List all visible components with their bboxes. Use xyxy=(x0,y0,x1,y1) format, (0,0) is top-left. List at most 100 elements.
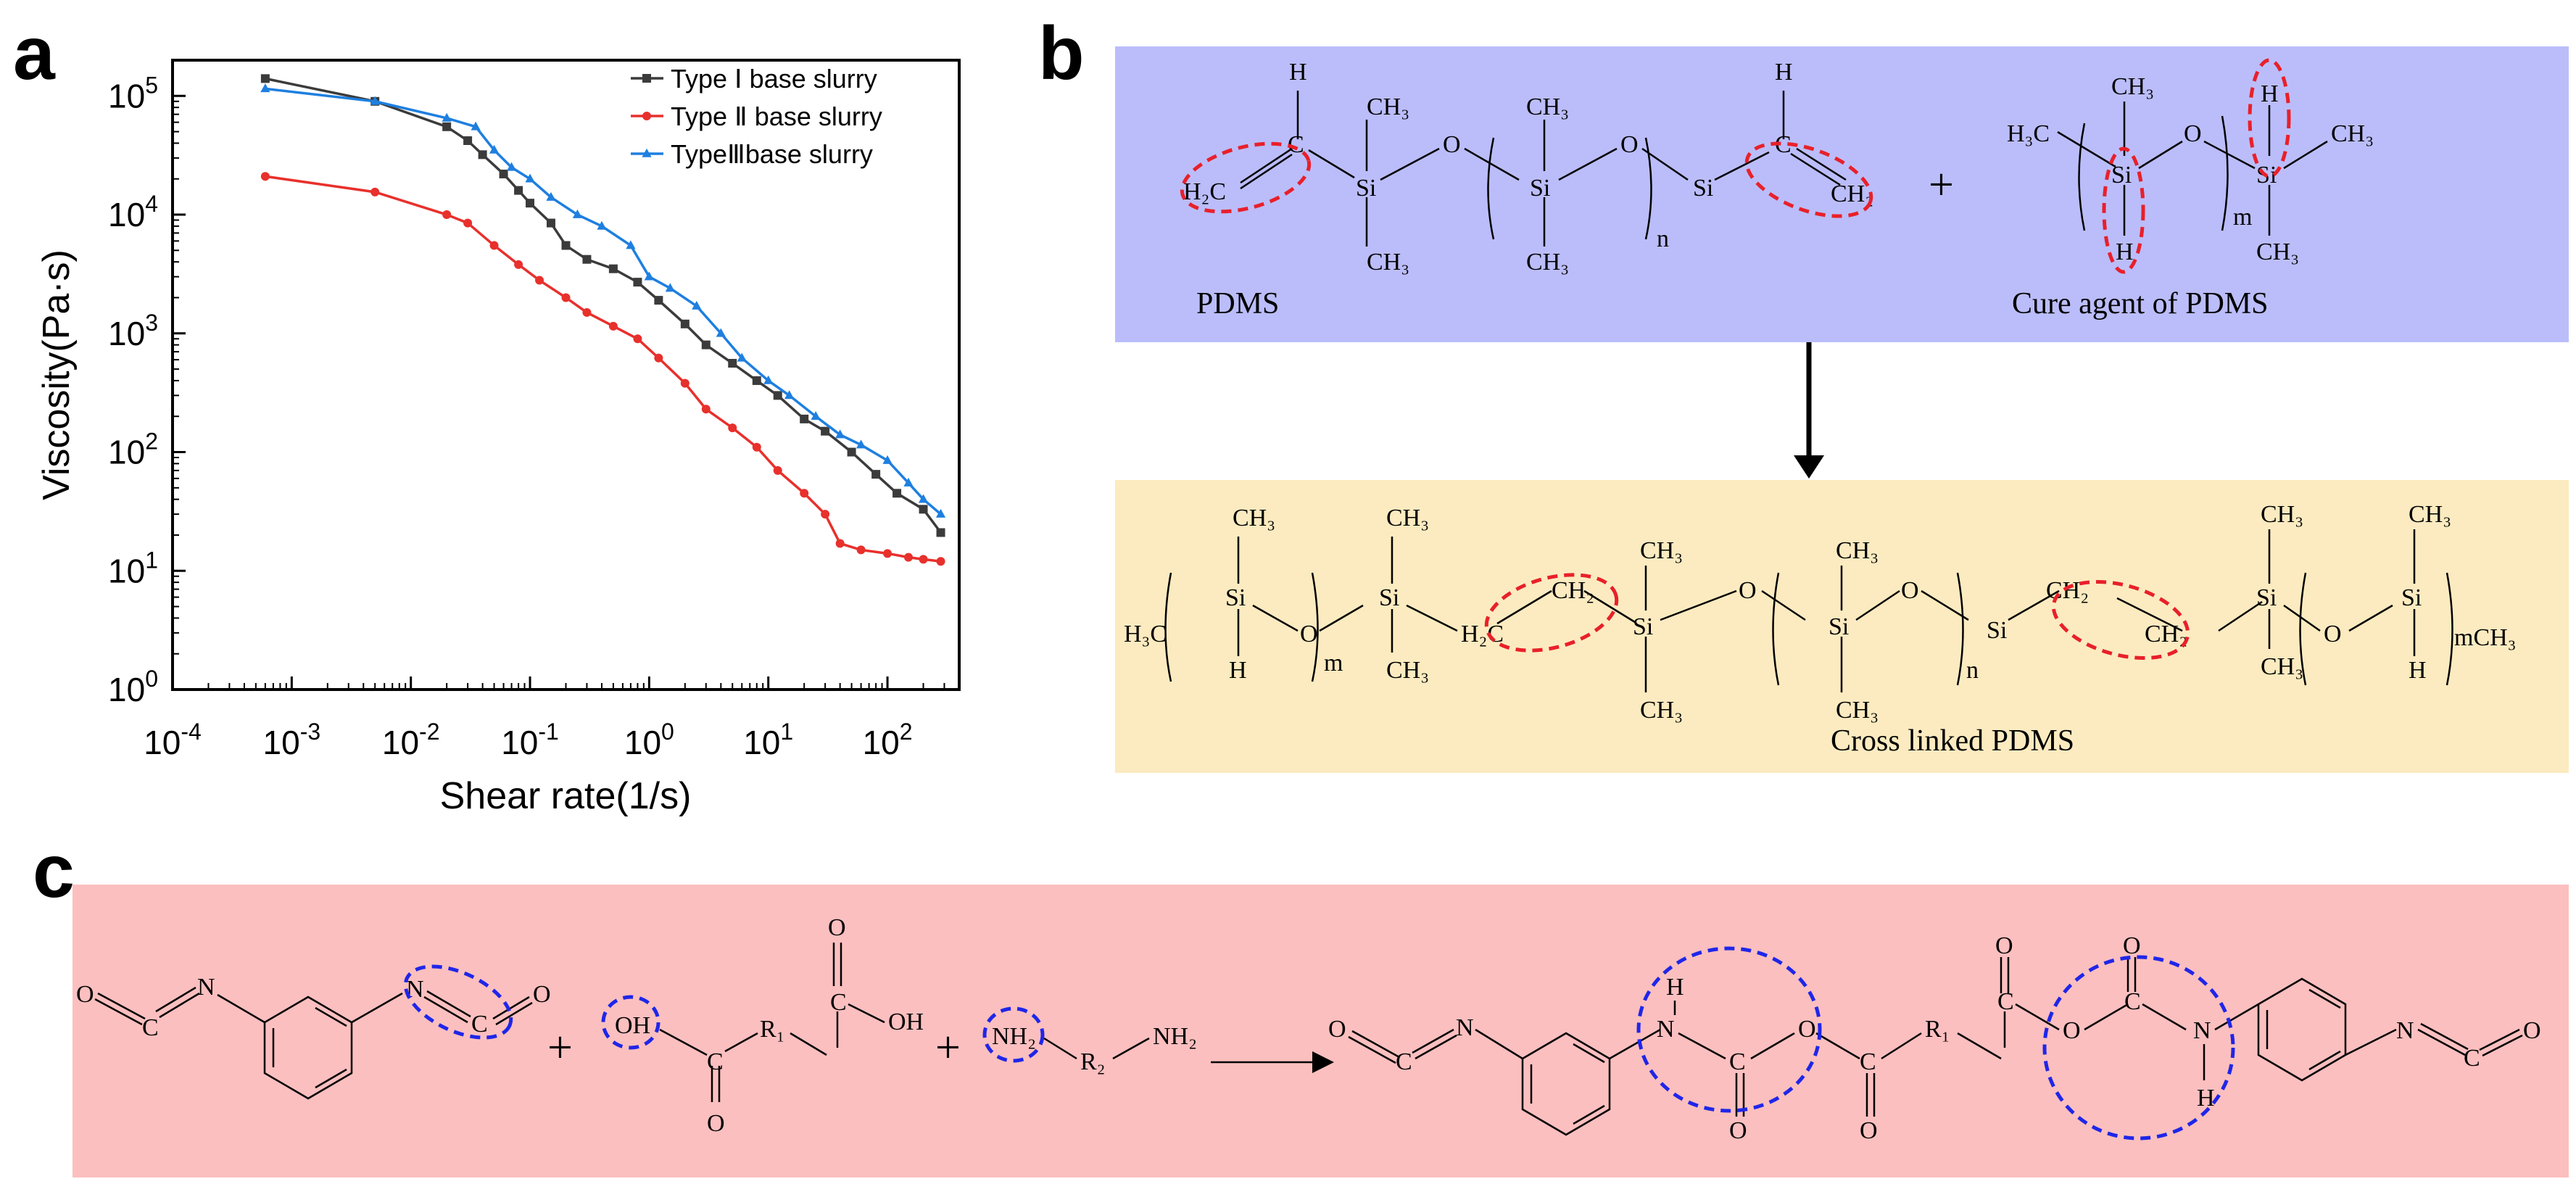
svg-text:Si: Si xyxy=(2401,584,2422,611)
svg-text:N: N xyxy=(2396,1017,2414,1044)
svg-text:C: C xyxy=(2464,1045,2480,1072)
svg-text:O: O xyxy=(1300,621,1318,647)
svg-text:N: N xyxy=(197,974,215,1001)
svg-text:CH₃: CH₃ xyxy=(2111,73,2154,100)
data-point-circle xyxy=(535,276,544,285)
data-point-square xyxy=(526,199,535,208)
data-point-circle xyxy=(442,210,452,220)
x-tick-label: 10-1 xyxy=(501,719,559,761)
svg-text:N: N xyxy=(2193,1017,2211,1044)
data-point-circle xyxy=(728,423,737,433)
reaction-arrowhead-right xyxy=(1312,1051,1334,1073)
data-point-circle xyxy=(642,112,651,120)
legend-label: Type Ⅰ base slurry xyxy=(671,64,877,94)
reactive-group-highlights xyxy=(403,946,2235,1141)
data-point-square xyxy=(847,447,856,457)
pdms-reactants-background xyxy=(1115,46,2569,342)
data-point-triangle xyxy=(737,352,747,362)
data-point-triangle xyxy=(626,240,636,249)
svg-text:O: O xyxy=(707,1110,725,1137)
data-point-triangle xyxy=(882,455,893,464)
data-point-triangle xyxy=(856,439,866,449)
data-point-circle xyxy=(821,510,830,519)
svg-text:O: O xyxy=(828,914,846,941)
data-point-triangle xyxy=(546,191,556,201)
x-tick-label: 102 xyxy=(863,719,913,761)
legend-item: Type Ⅱ base slurry xyxy=(631,102,882,131)
svg-text:H: H xyxy=(2116,239,2134,265)
data-point-circle xyxy=(835,539,845,548)
svg-text:C: C xyxy=(2124,988,2141,1015)
svg-text:C: C xyxy=(1729,1048,1746,1075)
data-point-triangle xyxy=(597,220,607,230)
cure-agent-bonds xyxy=(2057,102,2328,236)
crosslinked-atoms: H₃C Si H CH₃ O m Si CH₃ CH₃ H₂C CH₂ Si C… xyxy=(1124,501,2517,724)
y-tick-label: 104 xyxy=(108,191,158,233)
svg-text:CH₃: CH₃ xyxy=(2261,653,2303,680)
svg-text:H₃C: H₃C xyxy=(2007,120,2050,147)
panel-label-a: a xyxy=(13,12,55,96)
crosslink-highlights xyxy=(1484,573,2190,660)
svg-text:H: H xyxy=(2409,657,2427,684)
panel-label-c: c xyxy=(33,829,75,914)
data-point-circle xyxy=(883,549,893,558)
svg-text:H: H xyxy=(2197,1085,2215,1112)
pdms-bonds xyxy=(1240,91,1847,247)
data-point-square xyxy=(546,218,555,228)
data-point-circle xyxy=(489,241,499,250)
data-point-square xyxy=(633,278,642,287)
data-point-square xyxy=(871,470,881,479)
svg-text:Si: Si xyxy=(1379,584,1399,611)
data-point-circle xyxy=(633,334,642,344)
svg-text:CH₃: CH₃ xyxy=(1526,94,1569,120)
y-tick-label: 102 xyxy=(108,429,158,471)
isocyanate-reaction-diagram: O C N N C O OH C O R₁ C O OH NH₂ R₂ NH₂ … xyxy=(73,885,2569,1177)
svg-text:NH₂: NH₂ xyxy=(992,1023,1036,1050)
svg-text:Si: Si xyxy=(2111,162,2132,189)
svg-text:CH₃: CH₃ xyxy=(1386,657,1429,684)
data-point-square xyxy=(499,169,508,178)
svg-text:Si: Si xyxy=(1633,613,1653,640)
y-axis-label: Viscosity(Pa·s) xyxy=(36,249,78,500)
svg-text:C: C xyxy=(471,1011,488,1038)
svg-text:CH₂: CH₂ xyxy=(1552,577,1594,604)
svg-text:CH₃: CH₃ xyxy=(2261,501,2303,528)
data-point-circle xyxy=(680,378,689,388)
svg-text:O: O xyxy=(1995,932,2013,959)
data-point-circle xyxy=(800,489,809,498)
data-point-square xyxy=(260,74,270,83)
legend-item: TypeⅢbase slurry xyxy=(631,139,873,169)
data-point-triangle xyxy=(835,429,845,439)
crosslinked-label: Cross linked PDMS xyxy=(1831,724,2074,758)
data-point-square xyxy=(821,426,830,436)
cure-agent-atoms: H₃C Si CH₃ H O m Si H CH₃ CH₃ xyxy=(2007,73,2374,265)
svg-text:Si: Si xyxy=(1225,584,1246,611)
chart-series-group xyxy=(260,74,946,566)
data-point-triangle xyxy=(784,390,795,400)
svg-text:O: O xyxy=(2184,120,2202,147)
x-axis-label: Shear rate(1/s) xyxy=(440,775,692,817)
data-point-square xyxy=(773,391,782,400)
data-point-triangle xyxy=(506,162,517,171)
y-tick-label: 101 xyxy=(108,547,158,589)
svg-text:O: O xyxy=(76,981,94,1008)
svg-text:CH₃: CH₃ xyxy=(1233,505,1275,531)
crosslinked-bonds xyxy=(1164,529,2453,692)
pdms-label: PDMS xyxy=(1196,287,1279,320)
svg-text:C: C xyxy=(1860,1048,1876,1075)
svg-text:N: N xyxy=(1456,1014,1474,1041)
svg-text:N: N xyxy=(406,976,424,1003)
plus-sign-c1: + xyxy=(547,1023,573,1072)
svg-text:CH₃: CH₃ xyxy=(1367,94,1409,120)
reaction-bonds xyxy=(94,943,2523,1136)
svg-text:CH₃: CH₃ xyxy=(1640,697,1683,724)
x-tick-label: 101 xyxy=(743,719,793,761)
data-point-square xyxy=(919,505,928,514)
y-tick-label: 100 xyxy=(108,666,158,708)
svg-text:mCH₃: mCH₃ xyxy=(2454,624,2517,651)
svg-text:Si: Si xyxy=(1693,175,1713,202)
svg-text:CH₃: CH₃ xyxy=(1836,537,1879,564)
data-point-circle xyxy=(654,353,663,363)
svg-text:C: C xyxy=(1396,1048,1412,1075)
